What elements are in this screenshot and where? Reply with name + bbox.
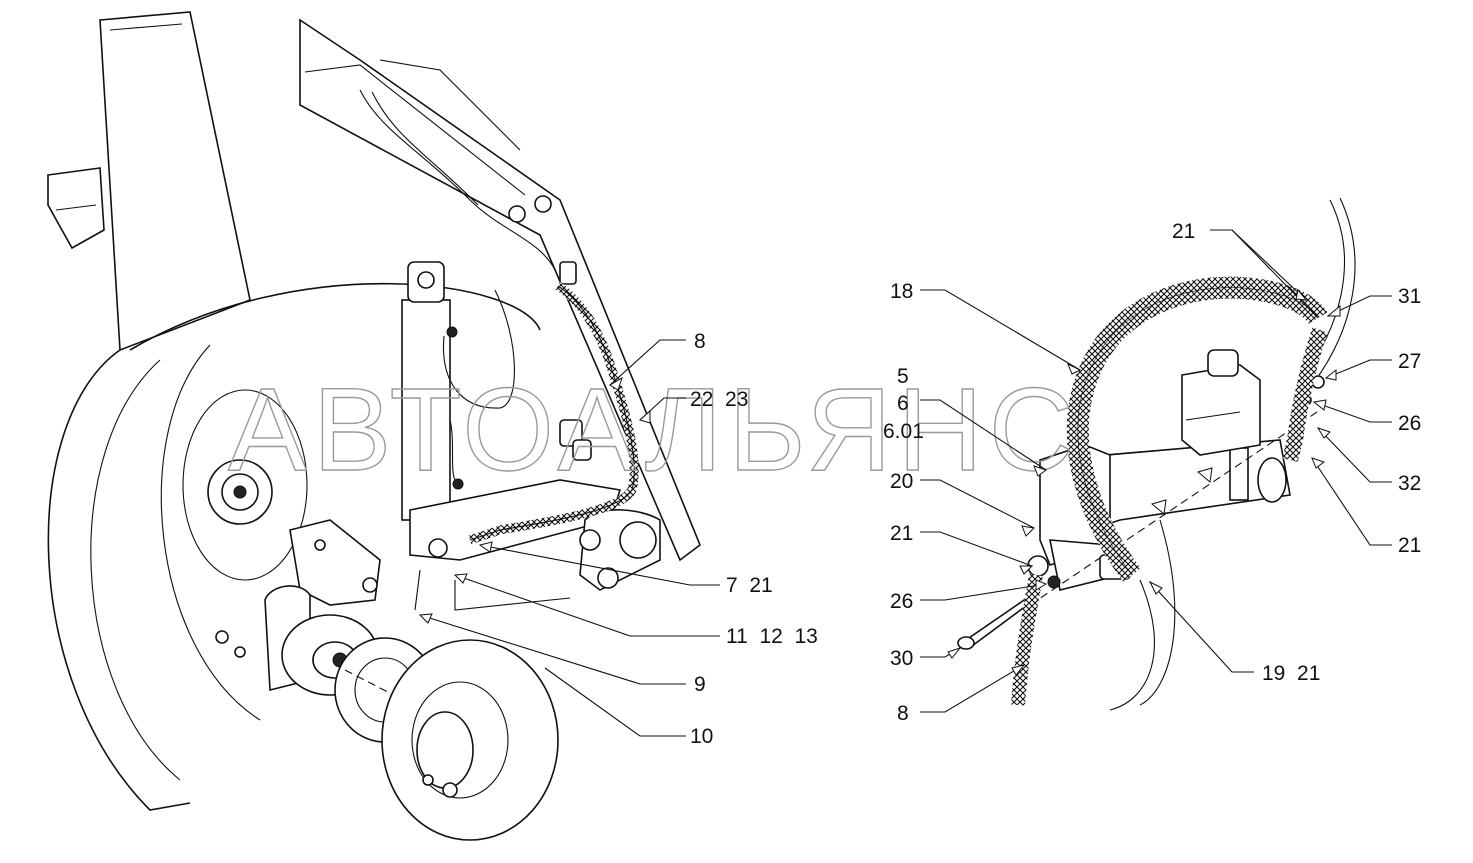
callout-20: 20 — [890, 470, 913, 493]
left-assembly-drawing — [47, 11, 701, 841]
callout-5: 5 — [897, 365, 909, 388]
right-short-braided-hose — [1282, 327, 1328, 462]
watermark-text: АВТОАЛЬЯНС — [228, 364, 1080, 496]
leader-lines-right — [920, 229, 1392, 713]
callout-21-top: 21 — [1172, 220, 1195, 243]
callout-30: 30 — [890, 647, 913, 670]
callout-26-right: 26 — [1398, 412, 1421, 435]
callout-7-21: 7 21 — [726, 574, 773, 597]
callout-26-left: 26 — [890, 590, 913, 613]
callout-11-12-13: 11 12 13 — [726, 625, 818, 648]
leader-lines-left — [418, 339, 720, 737]
callout-6: 6 — [897, 392, 909, 415]
right-lower-braided-hose — [1011, 573, 1043, 706]
callout-21-right: 21 — [1398, 534, 1421, 557]
callout-19-21: 19 21 — [1262, 662, 1320, 685]
callout-21-left: 21 — [890, 522, 913, 545]
callout-32: 32 — [1398, 472, 1421, 495]
callout-27: 27 — [1398, 350, 1421, 373]
callout-18: 18 — [890, 280, 913, 303]
callout-8-bottom: 8 — [897, 702, 909, 725]
callout-9: 9 — [694, 673, 706, 696]
callout-31: 31 — [1398, 285, 1421, 308]
callout-10: 10 — [690, 725, 713, 748]
callout-6-01: 6.01 — [883, 420, 924, 443]
callout-8-left: 8 — [694, 330, 706, 353]
callout-22-23: 22 23 — [690, 388, 748, 411]
